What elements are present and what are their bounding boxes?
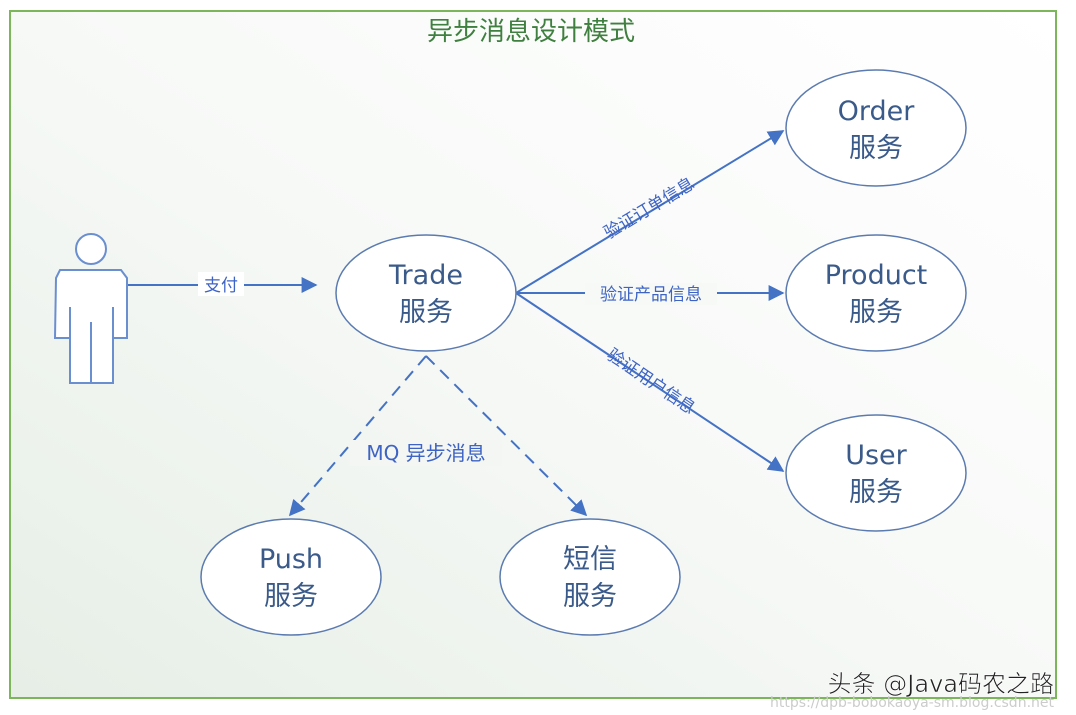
user-service-node	[785, 414, 967, 532]
sms-name: 短信	[563, 544, 617, 575]
mq-label: MQ 异步消息	[366, 441, 485, 465]
sms-service-node	[499, 518, 681, 636]
trade-service-node	[335, 234, 517, 352]
user-arrow	[515, 292, 785, 472]
pay-label: 支付	[204, 276, 238, 296]
diagram-title: 异步消息设计模式	[427, 17, 635, 47]
toutiao-watermark: 头条 @Java码农之路	[828, 670, 1054, 698]
order-service-node	[785, 69, 967, 187]
csdn-watermark: https://dpb-bobokaoya-sm.blog.csdn.net	[770, 695, 1054, 711]
user-service: 服务	[849, 477, 903, 508]
user-actor-icon	[53, 233, 128, 384]
product-service: 服务	[849, 297, 903, 328]
sms-service: 服务	[563, 581, 617, 612]
push-dashed-arrow	[288, 355, 427, 517]
push-service-node	[200, 518, 382, 636]
order-arrow	[515, 130, 785, 294]
trade-service: 服务	[399, 297, 453, 328]
sms-dashed-arrow	[425, 355, 588, 517]
trade-name: Trade	[388, 260, 463, 291]
push-name: Push	[259, 544, 323, 575]
verify-product-label: 验证产品信息	[600, 285, 702, 305]
product-name: Product	[825, 260, 928, 291]
user-name: User	[845, 440, 907, 471]
push-service: 服务	[264, 581, 318, 612]
order-service: 服务	[849, 133, 903, 164]
product-service-node	[785, 234, 967, 352]
order-name: Order	[838, 96, 916, 127]
